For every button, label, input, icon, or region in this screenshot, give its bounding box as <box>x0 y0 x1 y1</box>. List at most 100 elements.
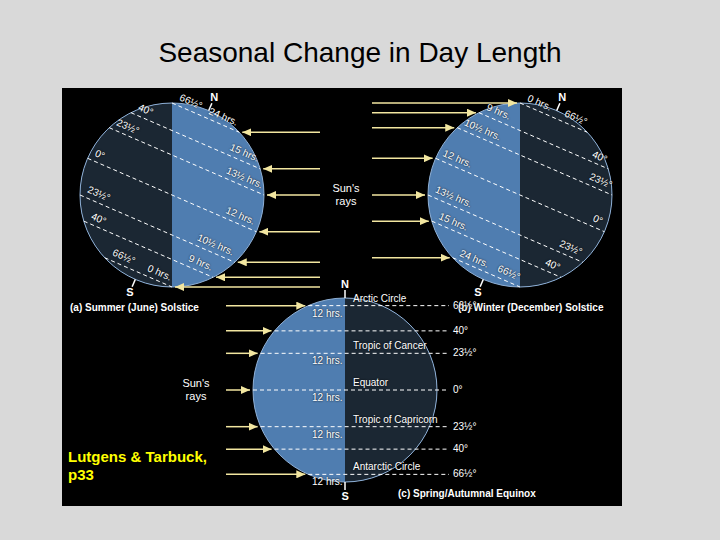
panel-caption: (a) Summer (June) Solstice <box>70 302 199 314</box>
latitude-label: 23½° <box>558 238 584 258</box>
sun-ray-arrow <box>226 474 305 476</box>
latitude-label: 0° <box>93 148 107 163</box>
axis-tick <box>132 279 135 286</box>
sun-rays-label: Sun's rays <box>174 377 218 403</box>
day-length-label: 12 hrs. <box>441 148 474 171</box>
globe-day-side <box>80 103 264 287</box>
latitude-line <box>275 330 449 331</box>
latitude-label: 66½° <box>110 247 136 267</box>
sun-ray-arrow <box>372 194 425 196</box>
day-length-label: 12 hrs. <box>312 308 343 320</box>
globe <box>428 103 612 287</box>
day-length-label: 0 hrs. <box>525 92 553 113</box>
globe-outline <box>80 103 264 287</box>
pole-label: S <box>126 286 133 299</box>
day-length-label: 12 hrs. <box>312 392 343 404</box>
day-length-label: 24 hrs. <box>207 105 240 128</box>
latitude-line <box>457 128 612 195</box>
latitude-label: 66½° <box>453 468 476 480</box>
sun-ray-arrow <box>372 257 450 259</box>
globe-night-side <box>80 103 172 287</box>
day-length-label: 12 hrs. <box>312 355 343 367</box>
pole-label: N <box>341 278 349 291</box>
day-length-label: 12 hrs. <box>312 476 343 488</box>
latitude-line <box>80 195 235 262</box>
day-length-label: 9 hrs. <box>186 253 214 274</box>
latitude-label: 40° <box>544 256 563 273</box>
latitude-label: 0° <box>453 384 463 396</box>
sun-ray-arrow <box>226 426 258 428</box>
axis-tick <box>344 290 346 298</box>
latitude-line <box>172 103 239 132</box>
sun-ray-arrow <box>226 330 272 332</box>
sun-ray-arrow <box>267 194 320 196</box>
sun-ray-arrow <box>372 127 454 129</box>
globe-night-side <box>520 103 612 287</box>
axis-tick <box>480 279 483 286</box>
latitude-line <box>308 305 449 306</box>
pole-label: S <box>474 286 481 299</box>
pole-label: N <box>558 91 566 104</box>
sun-ray-arrow <box>175 286 320 288</box>
panel-caption: (c) Spring/Autumnal Equinox <box>398 488 536 500</box>
latitude-label: 66½° <box>177 92 203 112</box>
latitude-label: 23½° <box>115 117 141 137</box>
globe <box>80 103 264 287</box>
sun-ray-arrow <box>226 305 305 307</box>
sun-ray-arrow <box>372 112 476 114</box>
circle-name: Arctic Circle <box>353 293 406 305</box>
sun-ray-arrow <box>226 353 258 355</box>
day-length-label: 10½ hrs. <box>195 232 235 259</box>
latitude-line <box>428 195 583 262</box>
latitude-line <box>308 474 449 475</box>
latitude-line <box>131 113 260 169</box>
circle-name: Equator <box>353 377 388 389</box>
circle-name: Tropic of Capricorn <box>353 414 438 426</box>
globe <box>253 290 449 490</box>
sun-ray-arrow <box>372 158 433 160</box>
sun-ray-arrow <box>259 231 320 233</box>
latitude-label: 66½° <box>562 108 588 128</box>
latitude-label: 0° <box>591 213 605 228</box>
sun-ray-arrow <box>372 220 429 222</box>
day-length-label: 13½ hrs. <box>224 165 264 192</box>
circle-name: Tropic of Cancer <box>353 340 427 352</box>
axis-tick <box>344 482 346 490</box>
globe-outline <box>428 103 612 287</box>
photo-panel <box>62 88 622 506</box>
axis-tick <box>557 103 560 110</box>
latitude-label: 40° <box>453 443 468 455</box>
panel-caption: (b) Winter (December) Solstice <box>458 302 604 314</box>
latitude-label: 23½° <box>587 171 613 191</box>
latitude-label: 40° <box>136 102 155 119</box>
day-length-label: 15 hrs. <box>228 142 261 165</box>
source-credit: Lutgens & Tarbuck, p33 <box>68 448 218 484</box>
latitude-label: 23½° <box>453 421 476 433</box>
latitude-label: 40° <box>453 325 468 337</box>
latitude-line <box>261 426 449 427</box>
globe-day-side <box>428 103 612 287</box>
pole-label: N <box>210 91 218 104</box>
latitude-label: 23½° <box>85 184 111 204</box>
latitude-label: 23½° <box>453 347 476 359</box>
latitude-line <box>109 128 264 195</box>
sun-ray-arrow <box>242 132 320 134</box>
day-length-label: 24 hrs. <box>458 247 491 270</box>
day-length-label: 10½ hrs. <box>463 117 503 144</box>
latitude-line <box>275 449 449 450</box>
sun-rays-label: Sun's rays <box>324 182 368 208</box>
circle-name: Antarctic Circle <box>353 461 420 473</box>
sun-ray-arrow <box>226 448 272 450</box>
sun-ray-arrow <box>263 168 320 170</box>
day-length-label: 12 hrs. <box>312 429 343 441</box>
day-length-label: 9 hrs. <box>484 102 512 123</box>
slide-title: Seasonal Change in Day Length <box>0 36 720 70</box>
latitude-line <box>253 390 449 391</box>
sun-ray-arrow <box>238 262 320 264</box>
pole-label: S <box>342 490 349 503</box>
sun-ray-arrow <box>226 389 250 391</box>
day-length-label: 12 hrs. <box>224 205 257 228</box>
latitude-line <box>261 353 449 354</box>
latitude-label: 40° <box>89 210 108 227</box>
day-length-label: 13½ hrs. <box>433 184 473 211</box>
